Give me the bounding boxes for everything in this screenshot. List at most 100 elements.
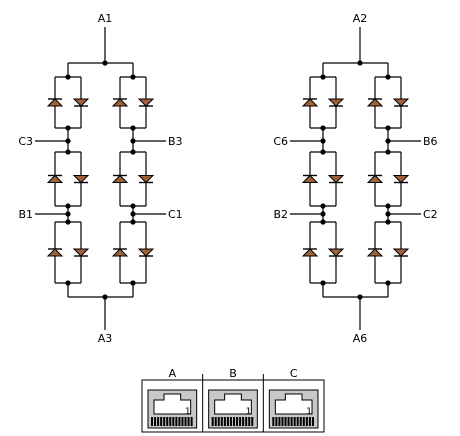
- terminal-label-bottom: A6: [353, 332, 368, 345]
- diode-up-icon: [111, 248, 129, 257]
- jack-contact: [220, 417, 223, 426]
- rj45-jack-icon: 1: [208, 389, 258, 429]
- diode-up-icon: [46, 98, 64, 107]
- jack-contact: [290, 417, 293, 426]
- diode-down-icon: [327, 175, 345, 184]
- rj45-jack-icon: 1: [268, 389, 319, 429]
- junction-dot: [65, 138, 71, 144]
- jack-contact: [236, 417, 239, 426]
- jack-contact: [296, 417, 299, 426]
- diode-triangle: [301, 98, 319, 107]
- diode-down-icon: [327, 248, 345, 257]
- diode-triangle: [46, 248, 64, 257]
- rj45-jack-icon: 1: [147, 389, 198, 429]
- diode-up-icon: [301, 98, 319, 107]
- jack-contact: [278, 417, 281, 426]
- jack-contact: [166, 417, 169, 426]
- jack-contact: [157, 417, 160, 426]
- diode-triangle: [392, 98, 410, 107]
- jack-contact: [299, 417, 302, 426]
- diode-triangle: [366, 174, 384, 183]
- terminal-label-right-upper: B3: [168, 135, 183, 148]
- jack-opening: [274, 393, 313, 415]
- port-label: A: [169, 367, 177, 380]
- jack-contact: [181, 417, 184, 426]
- diode-up-icon: [111, 174, 129, 183]
- diode-down-icon: [392, 175, 410, 184]
- diode-triangle: [327, 98, 345, 107]
- jack-contact: [178, 417, 181, 426]
- diode-down-icon: [72, 175, 90, 184]
- diode-triangle: [137, 248, 155, 257]
- junction-dot: [130, 211, 136, 217]
- diode-triangle: [301, 174, 319, 183]
- junction-dot: [320, 138, 326, 144]
- port-label: C: [290, 367, 298, 380]
- jack-opening: [153, 393, 192, 415]
- jack-contact: [242, 417, 245, 426]
- diode-up-icon: [366, 98, 384, 107]
- jack-contact: [217, 417, 220, 426]
- diode-triangle: [72, 248, 90, 257]
- terminal-label-top: A1: [98, 12, 113, 25]
- diode-triangle: [327, 175, 345, 184]
- terminal-label-right-lower: C2: [423, 208, 438, 221]
- diode-down-icon: [137, 98, 155, 107]
- diode-down-icon: [327, 98, 345, 107]
- jack-contact: [160, 417, 163, 426]
- diode-up-icon: [46, 174, 64, 183]
- jack-contact: [226, 417, 229, 426]
- jack-contact: [248, 417, 251, 426]
- jack-contact: [233, 417, 235, 426]
- diode-up-icon: [301, 248, 319, 257]
- diode-triangle: [301, 248, 319, 257]
- jack-contact: [245, 417, 248, 426]
- terminal-label-right-lower: C1: [168, 208, 183, 221]
- jack-contact: [302, 417, 305, 426]
- jack-contact: [272, 417, 275, 426]
- junction-dot: [65, 211, 71, 217]
- diode-up-icon: [111, 98, 129, 107]
- jack-contact: [175, 417, 178, 426]
- diode-triangle: [72, 98, 90, 107]
- jack-contact: [239, 417, 242, 426]
- diode-triangle: [46, 174, 64, 183]
- jack-contact: [308, 417, 311, 426]
- jack-contact: [211, 417, 214, 426]
- jack-contact: [172, 417, 175, 426]
- jack-contact: [169, 417, 172, 426]
- diode-triangle: [111, 248, 129, 257]
- diode-triangle: [72, 175, 90, 184]
- pin-one-label: 1: [306, 407, 312, 417]
- junction-dot: [130, 138, 136, 144]
- pin-one-label: 1: [246, 407, 252, 417]
- terminal-label-left-lower: B2: [273, 208, 288, 221]
- jack-opening: [214, 393, 252, 415]
- jack-contact: [284, 417, 287, 426]
- diode-triangle: [392, 248, 410, 257]
- diode-down-icon: [392, 248, 410, 257]
- diode-triangle: [137, 98, 155, 107]
- jack-contact: [214, 417, 217, 426]
- diode-triangle: [392, 175, 410, 184]
- junction-dot: [320, 211, 326, 217]
- pin-one-label: 1: [185, 407, 191, 417]
- diode-triangle: [366, 248, 384, 257]
- diode-triangle: [137, 175, 155, 184]
- jack-contact: [251, 417, 254, 426]
- jack-contact: [229, 417, 232, 426]
- diode-triangle: [111, 98, 129, 107]
- diode-down-icon: [392, 98, 410, 107]
- diode-triangle: [327, 248, 345, 257]
- junction-dot: [385, 138, 391, 144]
- jack-contact: [293, 417, 296, 426]
- diode-triangle: [111, 174, 129, 183]
- jack-contact: [190, 417, 193, 426]
- terminal-label-right-upper: B6: [423, 135, 438, 148]
- jack-contact: [154, 417, 157, 426]
- jack-contact: [311, 417, 314, 426]
- diode-up-icon: [301, 174, 319, 183]
- diode-up-icon: [46, 248, 64, 257]
